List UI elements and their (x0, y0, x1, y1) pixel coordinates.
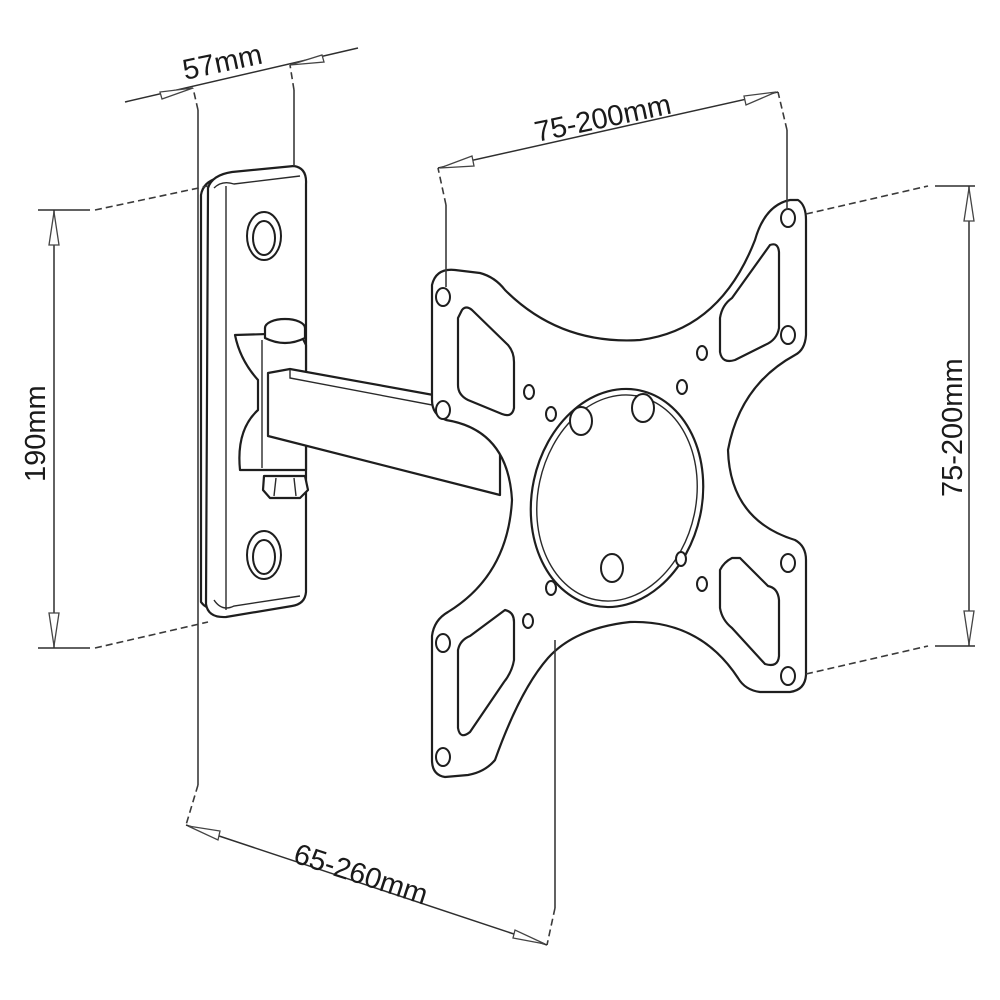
vesa-hole-bl-inner (435, 633, 451, 653)
vesa-hole-tr-outer (780, 208, 796, 228)
dimension-vesa-vertical: 75-200mm (805, 185, 975, 675)
label-vesa-vertical: 75-200mm (937, 358, 969, 497)
vesa-hole-tl-inner (435, 400, 451, 420)
dimension-190mm: 190mm (20, 185, 209, 649)
top-bolt (263, 317, 307, 345)
dimension-vesa-horizontal: 75-200mm (437, 89, 788, 287)
vesa-plate (430, 198, 808, 779)
center-disc (529, 387, 705, 609)
vesa-slot-bl (456, 608, 516, 737)
vesa-slot-tl (456, 306, 516, 417)
vesa-slot-br (718, 556, 781, 667)
wall-plate-hole-bottom (246, 530, 282, 580)
vesa-slot-tr (718, 243, 781, 363)
label-190mm: 190mm (20, 385, 52, 482)
bottom-nut-icon (261, 474, 310, 500)
wall-plate (199, 164, 308, 619)
label-arm-extension: 65-260mm (290, 838, 432, 911)
vesa-hole-br-outer (780, 666, 796, 686)
vesa-hole-bl-outer (435, 747, 451, 767)
label-vesa-horizontal: 75-200mm (532, 89, 674, 149)
vesa-hole-br-inner (780, 553, 796, 573)
vesa-hole-tl-outer (435, 287, 451, 307)
wall-plate-hole-top (246, 211, 282, 261)
vesa-hole-tr-inner (780, 325, 796, 345)
